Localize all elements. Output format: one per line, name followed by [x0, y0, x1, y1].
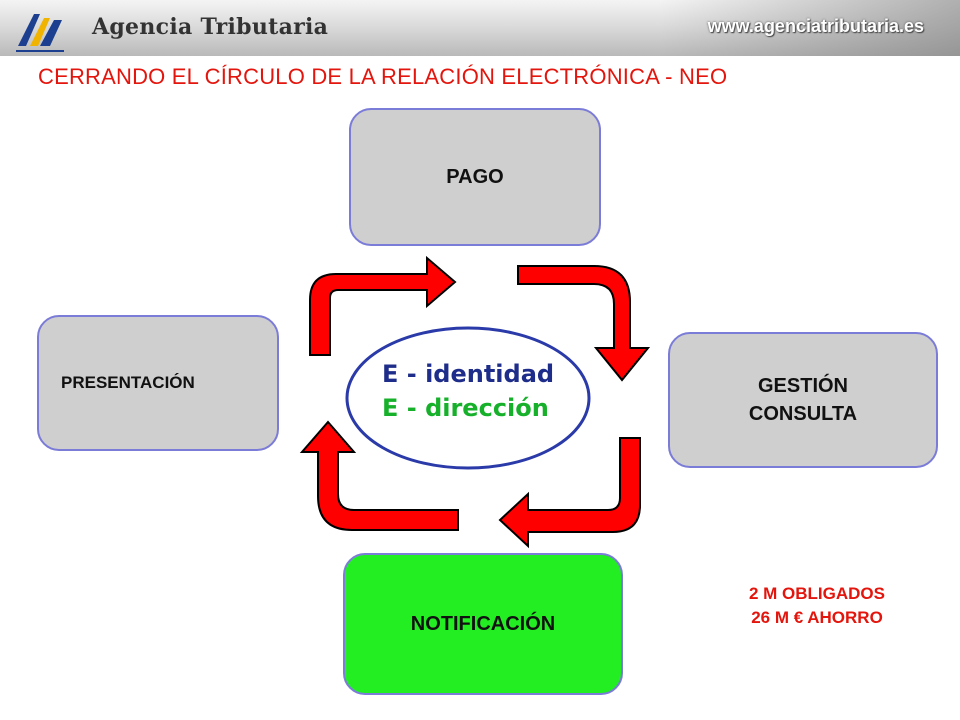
consulta-label: CONSULTA — [748, 403, 858, 425]
arrow-pago-to-gestion — [517, 265, 651, 382]
e-identidad-text: E - identidad — [382, 360, 555, 388]
savings-note: 2 M OBLIGADOS 26 M € AHORRO — [700, 582, 934, 630]
e-direccion-text: E - dirección — [382, 394, 549, 422]
presentacion-label: PRESENTACIÓN — [61, 373, 195, 392]
arrow-presentacion-to-pago — [309, 255, 457, 356]
agencia-logo-icon — [16, 14, 64, 52]
pago-label: PAGO — [446, 165, 504, 188]
arrow-notificacion-to-presentacion — [299, 420, 459, 531]
arrow-gestion-to-notificacion — [498, 437, 641, 549]
box-notificacion: NOTIFICACIÓN — [343, 553, 623, 695]
notificacion-label: NOTIFICACIÓN — [410, 612, 556, 635]
ahorro-text: 26 M € AHORRO — [751, 608, 883, 627]
header-gradient — [660, 0, 960, 56]
gestion-label: GESTIÓN — [757, 375, 848, 397]
box-gestion-consulta: GESTIÓN CONSULTA — [668, 332, 938, 468]
center-text: E - identidad E - dirección — [382, 360, 554, 422]
slide-title: CERRANDO EL CÍRCULO DE LA RELACIÓN ELECT… — [38, 64, 728, 89]
box-pago: PAGO — [349, 108, 601, 246]
header-bar: Agencia Tributaria www.agenciatributaria… — [0, 0, 960, 56]
website-link[interactable]: www.agenciatributaria.es — [707, 16, 924, 36]
obligados-text: 2 M OBLIGADOS — [748, 584, 885, 603]
box-presentacion: PRESENTACIÓN — [37, 315, 279, 451]
center-ellipse — [345, 326, 591, 470]
brand-name: Agencia Tributaria — [92, 14, 329, 40]
